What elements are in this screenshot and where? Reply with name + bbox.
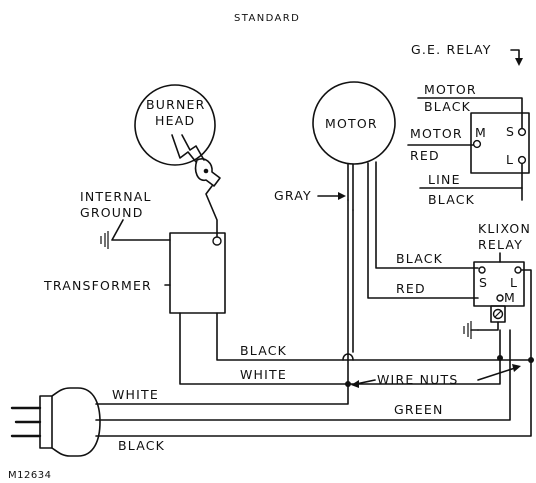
electrode-terminal bbox=[203, 168, 209, 174]
motor-label: MOTOR bbox=[325, 116, 378, 131]
ge-relay-terminal-s: S bbox=[506, 124, 515, 139]
motor-lead-black bbox=[375, 161, 479, 269]
wire-nuts-label: WIRE NUTS bbox=[377, 372, 458, 387]
line-black-label-2: BLACK bbox=[428, 192, 475, 207]
klixon-red-label: RED bbox=[396, 281, 426, 296]
motor-red-label-1: MOTOR bbox=[410, 126, 463, 141]
motor-black-label-2: BLACK bbox=[424, 99, 471, 114]
ge-relay-terminal-m: M bbox=[475, 125, 487, 140]
power-plug bbox=[10, 387, 101, 457]
gray-wire-label: GRAY bbox=[274, 188, 312, 203]
transformer-white-label: WHITE bbox=[240, 367, 287, 382]
diagram-title: STANDARD bbox=[234, 13, 300, 24]
burner-head-circle bbox=[134, 84, 216, 166]
motor-circle bbox=[312, 81, 396, 165]
motor: MOTOR bbox=[312, 81, 479, 299]
klixon-l-terminal bbox=[514, 266, 522, 274]
figure-id: M12634 bbox=[8, 470, 51, 481]
klixon-black-label: BLACK bbox=[396, 251, 443, 266]
ge-relay-m-terminal bbox=[472, 139, 482, 149]
ge-relay-l-terminal bbox=[517, 155, 527, 165]
klixon-terminal-s: S bbox=[479, 275, 488, 290]
transformer-white-wire bbox=[179, 312, 501, 385]
wire-nuts-arrowhead-right bbox=[512, 364, 521, 372]
cord-white-label: WHITE bbox=[112, 387, 159, 402]
motor-red-label-2: RED bbox=[410, 148, 440, 163]
klixon-ground-lead bbox=[477, 321, 499, 331]
wire-nuts-arrow-left bbox=[355, 379, 376, 385]
gray-crossover bbox=[342, 353, 354, 361]
burner-head: BURNER HEAD bbox=[134, 84, 221, 242]
transformer-black-wire bbox=[216, 312, 532, 361]
high-voltage-lead bbox=[205, 185, 218, 242]
ge-relay-box bbox=[470, 112, 530, 174]
ge-relay-leader-arrow bbox=[515, 58, 523, 66]
transformer-terminal bbox=[212, 236, 222, 246]
motor-black-label-1: MOTOR bbox=[424, 82, 477, 97]
klixon-relay: KLIXON RELAY S L M bbox=[463, 221, 532, 361]
internal-ground-leader bbox=[111, 219, 171, 241]
cord-green-label: GREEN bbox=[394, 402, 444, 417]
motor-black-wire bbox=[417, 97, 523, 129]
klixon-l-lead bbox=[520, 269, 532, 361]
burner-head-label-line2: HEAD bbox=[155, 113, 195, 128]
ge-relay-s-terminal bbox=[517, 127, 527, 137]
internal-ground-label-line1: INTERNAL bbox=[80, 189, 152, 204]
klixon-label-line2: RELAY bbox=[478, 237, 523, 252]
electrode-left bbox=[171, 134, 197, 163]
klixon-screw-slot bbox=[494, 310, 502, 318]
internal-ground-label-line2: GROUND bbox=[80, 205, 144, 220]
electrode-right bbox=[181, 134, 205, 161]
transformer-black-label: BLACK bbox=[240, 343, 287, 358]
wire-nuts-arrow-right bbox=[477, 367, 516, 381]
transformer-label: TRANSFORMER bbox=[43, 278, 152, 293]
cord-white-wire bbox=[95, 383, 349, 405]
ge-relay-terminal-l: L bbox=[506, 152, 514, 167]
klixon-label-line1: KLIXON bbox=[478, 221, 531, 236]
ge-relay-label: G.E. RELAY bbox=[411, 42, 492, 57]
internal-ground-symbol bbox=[100, 219, 171, 249]
gray-arrow-head bbox=[338, 192, 346, 200]
ge-relay: G.E. RELAY M S L bbox=[411, 42, 530, 174]
burner-head-label-line1: BURNER bbox=[146, 97, 206, 112]
klixon-s-terminal bbox=[478, 266, 486, 274]
line-black-label-1: LINE bbox=[428, 172, 461, 187]
cord-black-label: BLACK bbox=[118, 438, 165, 453]
klixon-terminal-m: M bbox=[504, 290, 516, 305]
plug-body bbox=[39, 387, 101, 457]
klixon-terminal-l: L bbox=[510, 275, 518, 290]
wire-nuts-arrowhead-left bbox=[351, 380, 359, 388]
cord-black-wire bbox=[95, 359, 532, 437]
transformer-box bbox=[169, 232, 226, 314]
cord-green-wire bbox=[95, 329, 511, 421]
wire-nut-m-junction bbox=[497, 355, 503, 361]
transformer: TRANSFORMER bbox=[43, 232, 226, 314]
klixon-m-terminal bbox=[496, 294, 504, 302]
electrode-insulator bbox=[194, 158, 221, 187]
motor-lead-red bbox=[367, 162, 479, 299]
